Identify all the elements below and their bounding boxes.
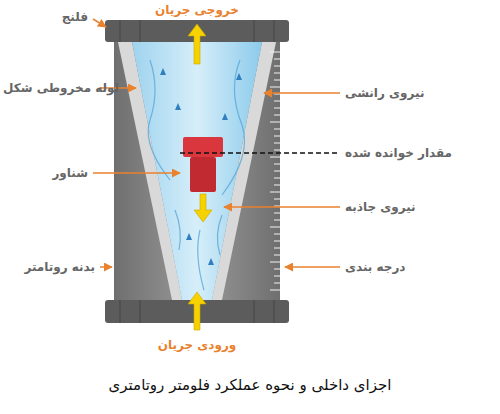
part-label: ورودی جریان	[158, 338, 237, 352]
flow-streaks	[148, 60, 244, 290]
part-label: درجه بندی	[345, 260, 406, 274]
reading-line	[180, 152, 338, 154]
part-label: نیروی رانشی	[345, 86, 424, 100]
part-label: مقدار خوانده شده	[345, 146, 452, 160]
float-head	[183, 137, 223, 157]
part-label: شناور	[52, 166, 88, 180]
float-body	[190, 157, 216, 192]
part-label: نیروی جاذبه	[345, 200, 416, 214]
part-label: فلنج	[62, 10, 88, 24]
part-label: بدنه روتامتر	[24, 260, 95, 274]
flow-marks	[160, 68, 242, 265]
leader-lines	[93, 19, 340, 267]
part-label: خروجی جریان	[155, 3, 239, 17]
caption: اجزای داخلی و نحوه عملکرد فلومتر روتامتر…	[109, 376, 392, 394]
part-label: لوله مخروطی شکل	[3, 81, 119, 95]
scale-ticks	[270, 52, 280, 290]
rotameter-body	[114, 40, 280, 302]
force-arrows	[188, 24, 212, 330]
fluid	[132, 42, 262, 300]
flange-ridges	[120, 20, 274, 323]
